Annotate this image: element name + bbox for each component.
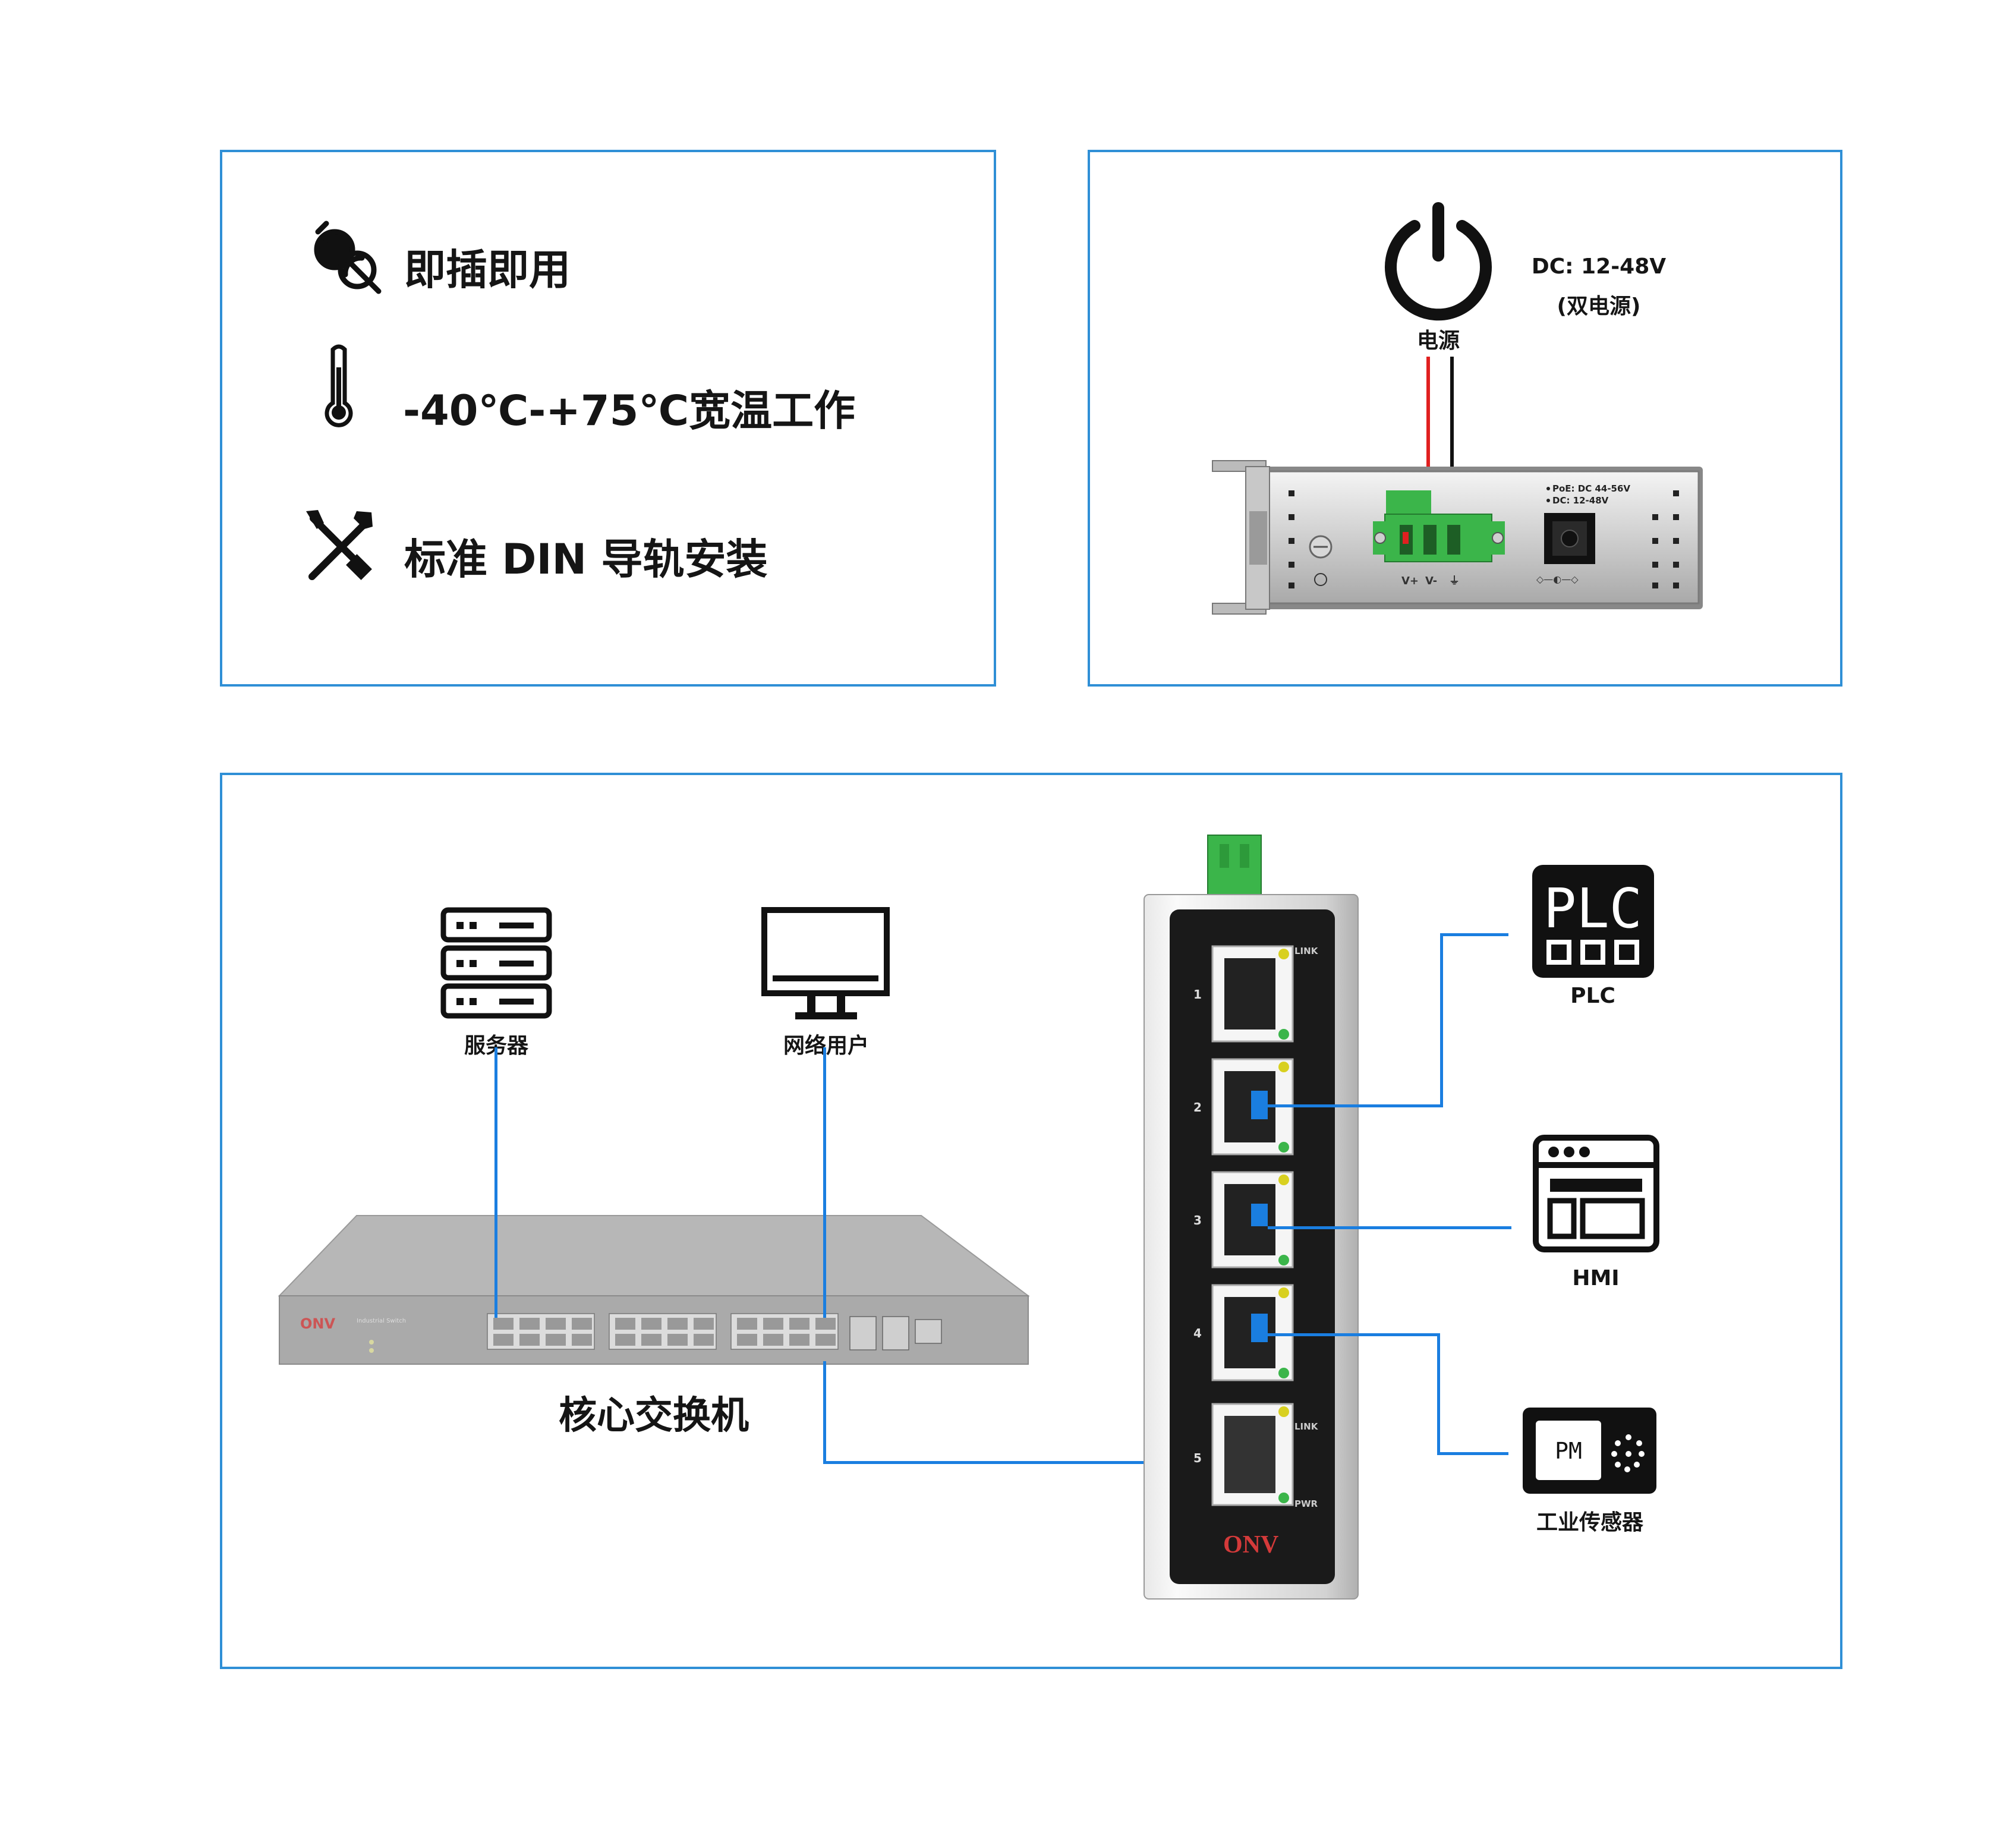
monitor-icon: [761, 907, 890, 1019]
port-number-5: 5: [1193, 1451, 1202, 1465]
power-icon: [1385, 202, 1492, 321]
port-number-3: 3: [1193, 1213, 1202, 1227]
server-icon: [440, 907, 552, 1019]
power-panel: [1088, 150, 1842, 687]
device-brand: ONV: [1223, 1531, 1278, 1559]
link-plc-v: [1440, 933, 1443, 1107]
port-number-2: 2: [1193, 1100, 1202, 1115]
feature-text-din: 标准 DIN 导轨安装: [404, 535, 768, 584]
plc-icon: PLC: [1532, 865, 1654, 978]
sensor-label: 工业传感器: [1536, 1510, 1643, 1535]
core-switch-model: Industrial Switch: [357, 1318, 406, 1324]
topology-panel: [220, 773, 1842, 1669]
link-label-top: LINK: [1294, 946, 1319, 956]
link-switch-port5-v: [823, 1361, 826, 1462]
plug-icon: [314, 221, 382, 294]
hmi-icon: [1533, 1135, 1659, 1252]
port-number-1: 1: [1193, 987, 1202, 1002]
sensor-icon: PM: [1523, 1408, 1656, 1494]
core-switch: ONV Industrial Switch: [278, 1215, 1030, 1365]
link-hmi-h: [1268, 1226, 1511, 1229]
panel-note-poe: PoE: DC 44-56V: [1552, 483, 1630, 494]
link-sensor-h: [1437, 1452, 1508, 1455]
plc-label: PLC: [1570, 984, 1615, 1008]
core-switch-label: 核心交换机: [559, 1394, 749, 1438]
link-switch-port5-h: [823, 1461, 1254, 1464]
link-port4-h: [1268, 1333, 1440, 1336]
port-number-4: 4: [1193, 1326, 1202, 1340]
wire-black: [1450, 357, 1454, 556]
plc-icon-text: PLC: [1544, 877, 1642, 940]
terminal-label-vminus: V-: [1425, 575, 1437, 587]
panel-note-dc: DC: 12-48V: [1552, 495, 1609, 506]
link-server-switch: [494, 1047, 497, 1318]
core-switch-brand: ONV: [300, 1315, 335, 1332]
tools-icon: [306, 510, 373, 580]
link-port2-h: [1268, 1104, 1443, 1107]
pwr-label: PWR: [1294, 1498, 1318, 1509]
hmi-label: HMI: [1572, 1266, 1620, 1290]
user-label: 网络用户: [783, 1034, 869, 1058]
power-spec-line2: (双电源): [1557, 294, 1641, 319]
feature-text-plug: 即插即用: [404, 245, 571, 294]
terminal-label-vplus: V+: [1401, 575, 1419, 587]
device-power-side: V+ V- ⏚ ◇—◐—◇ PoE: DC 44-56V DC: 12-48V: [1212, 460, 1703, 615]
terminal-label-ground: ⏚: [1449, 575, 1460, 587]
power-spec-line1: DC: 12-48V: [1531, 254, 1667, 279]
link-sensor-v: [1437, 1333, 1440, 1455]
link-user-switch: [823, 1047, 826, 1318]
power-label: 电源: [1416, 329, 1460, 353]
industrial-switch: 1 2 3 4 5 LINK LINK PWR ONV: [1144, 835, 1359, 1600]
sensor-icon-text: PM: [1555, 1438, 1582, 1464]
features-panel: [220, 150, 996, 687]
svg-text:◇—◐—◇: ◇—◐—◇: [1536, 574, 1579, 585]
link-label-bottom: LINK: [1294, 1421, 1319, 1432]
wire-red: [1426, 357, 1430, 556]
thermometer-icon: [325, 344, 353, 427]
feature-text-temperature: -40℃-+75℃宽温工作: [403, 386, 856, 435]
link-plc-h: [1440, 933, 1508, 936]
